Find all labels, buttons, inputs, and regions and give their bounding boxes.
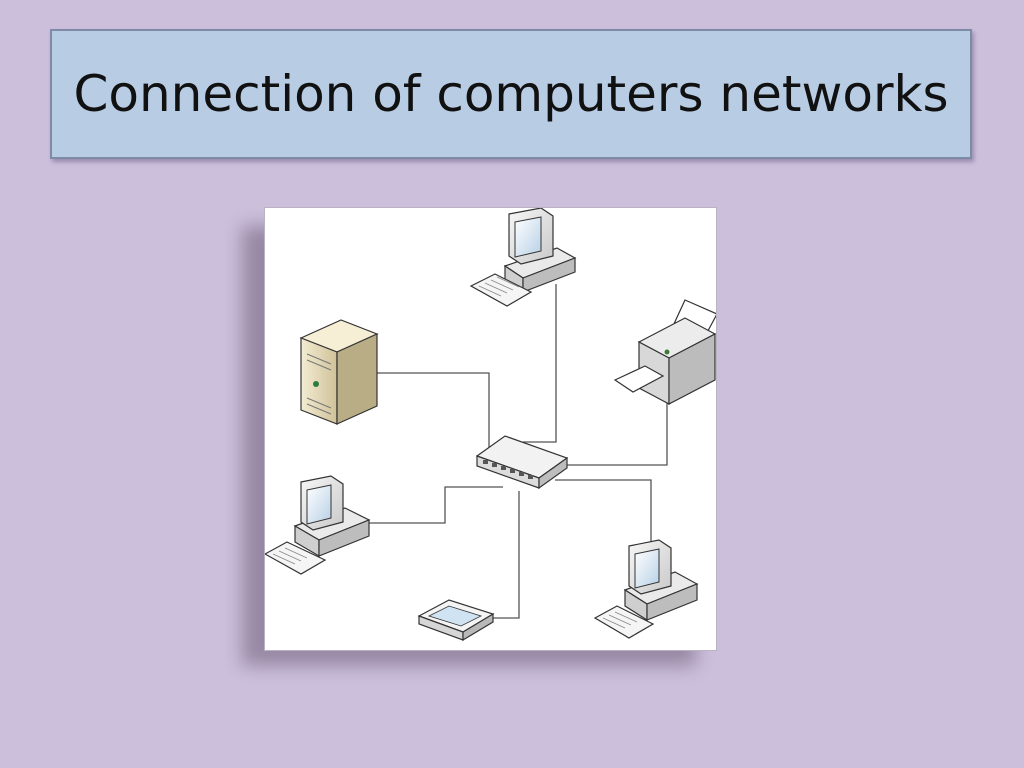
title-box: Connection of computers networks [50,29,972,159]
desktop-computer-icon [265,475,371,575]
flatbed-scanner-icon [417,599,495,642]
link-workstation-right [555,479,652,553]
network-diagram [264,207,717,651]
printer-icon [613,299,716,405]
link-workstation-left [367,486,503,524]
link-printer [553,401,668,466]
connection-lines [367,284,668,619]
link-scanner [490,491,520,619]
network-switch-icon [475,435,569,490]
network-diagram-svg [265,208,716,642]
link-workstation-top [523,284,557,443]
slide-title: Connection of computers networks [73,65,949,123]
desktop-computer-icon [469,208,577,307]
link-server [375,372,490,448]
desktop-computer-icon [593,539,699,639]
server-tower-icon [299,319,379,425]
